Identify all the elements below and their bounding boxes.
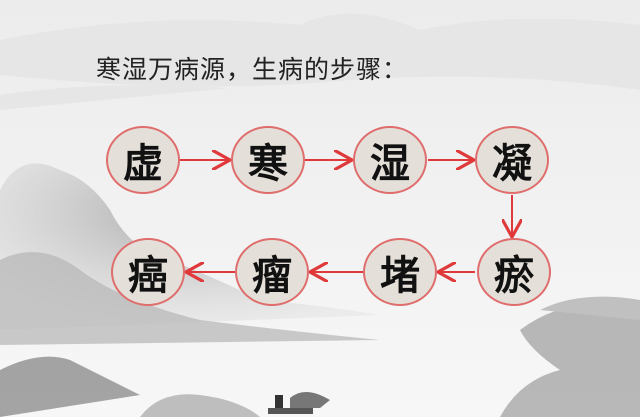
step-node-8: 癌 [111,238,185,306]
step-node-1: 虚 [106,126,180,194]
step-node-4: 凝 [475,126,549,194]
step-node-6: 堵 [363,238,437,306]
step-node-5: 瘀 [477,238,551,306]
step-node-7: 瘤 [235,238,309,306]
step-node-2: 寒 [231,126,305,194]
page-title: 寒湿万病源，生病的步骤： [96,55,409,84]
step-node-3: 湿 [353,126,427,194]
